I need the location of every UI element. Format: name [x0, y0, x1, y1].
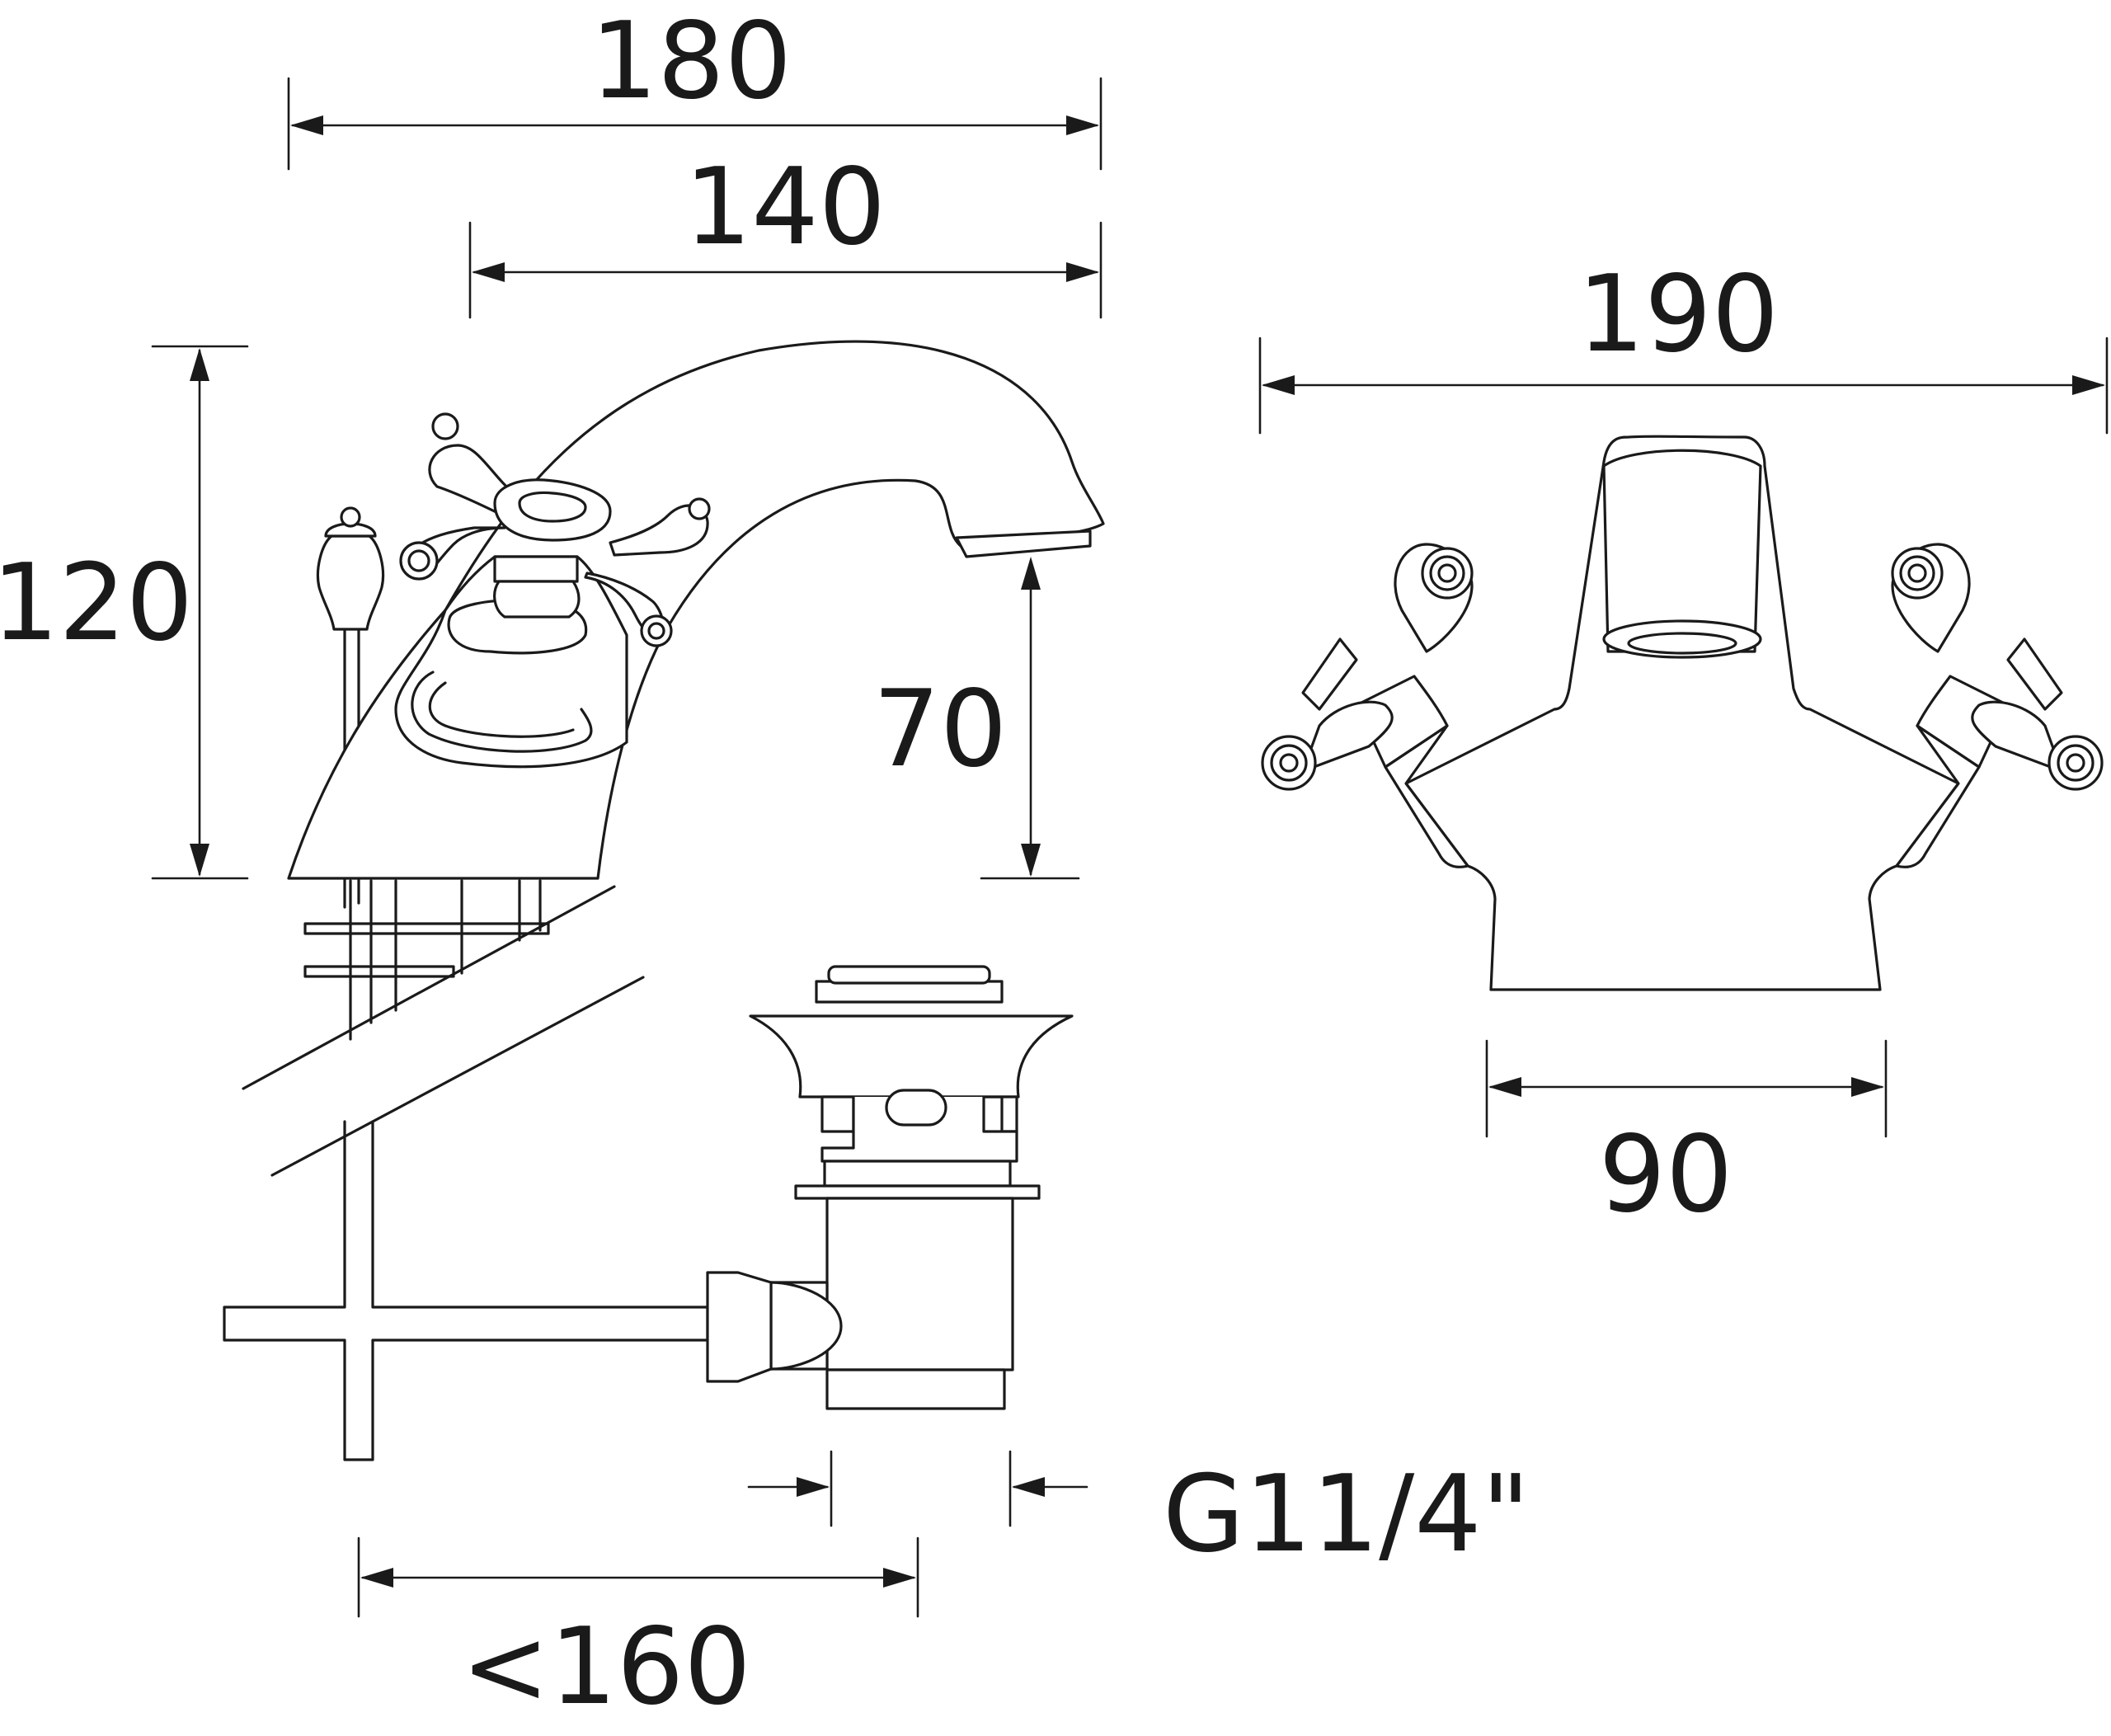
dim-label-160: <160 [461, 1606, 751, 1729]
tap-spout [287, 340, 1105, 880]
dim-label-90: 90 [1599, 1113, 1733, 1236]
front-view [1261, 435, 2104, 991]
dimension-thread: G11/4" [747, 1450, 1530, 1576]
basin-section [242, 885, 645, 1177]
dim-label-120: 120 [0, 542, 193, 665]
dimension-140: 140 [468, 146, 1103, 319]
pop-up-knob [316, 506, 385, 631]
dim-label-thread: G11/4" [1163, 1453, 1530, 1576]
dimension-120: 120 [0, 345, 249, 880]
pop-up-waste [706, 965, 1074, 1410]
tap-tails [303, 879, 550, 1041]
dim-label-140: 140 [684, 146, 886, 269]
dim-label-180: 180 [590, 0, 792, 123]
dim-label-70: 70 [873, 668, 1008, 791]
dimension-90: 90 [1485, 1039, 1888, 1236]
dimension-160: <160 [357, 1536, 919, 1729]
dimension-180: 180 [287, 0, 1103, 171]
dimension-190: 190 [1258, 253, 2109, 435]
dim-label-190: 190 [1577, 253, 1779, 376]
dimension-70: 70 [873, 557, 1080, 880]
cross-handle [399, 412, 711, 647]
